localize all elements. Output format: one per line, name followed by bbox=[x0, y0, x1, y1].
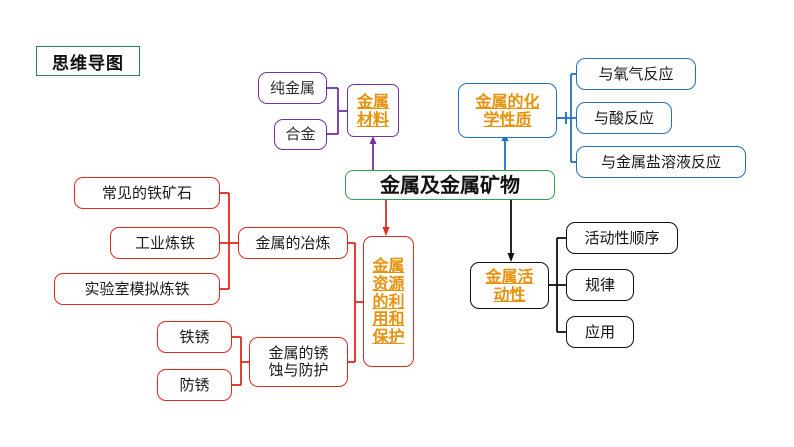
link-materials-children bbox=[327, 87, 347, 135]
node-metal-smelting[interactable]: 金属的冶炼 bbox=[238, 227, 348, 259]
node-metal-activity[interactable]: 金属活 动性 bbox=[470, 262, 549, 309]
link-corrosion-children bbox=[232, 336, 249, 386]
link-resource-children bbox=[347, 242, 363, 363]
node-industrial-ironmaking[interactable]: 工业炼铁 bbox=[110, 227, 220, 259]
link-activity-children bbox=[549, 237, 566, 333]
node-activity-application[interactable]: 应用 bbox=[566, 316, 634, 348]
node-activity-order[interactable]: 活动性顺序 bbox=[566, 222, 678, 254]
node-activity-rules[interactable]: 规律 bbox=[566, 269, 634, 301]
link-center-to-chemprops bbox=[501, 133, 509, 170]
page-title: 思维导图 bbox=[36, 46, 140, 76]
node-pure-metal[interactable]: 纯金属 bbox=[258, 72, 327, 104]
node-react-with-acid[interactable]: 与酸反应 bbox=[576, 102, 672, 134]
node-rust-prevention[interactable]: 防锈 bbox=[157, 369, 232, 401]
node-chemical-properties[interactable]: 金属的化 学性质 bbox=[458, 83, 557, 138]
link-center-to-resource bbox=[382, 199, 390, 236]
link-chemprops-children bbox=[557, 73, 576, 163]
node-iron-rust[interactable]: 铁锈 bbox=[157, 321, 232, 353]
node-common-iron-ores[interactable]: 常见的铁矿石 bbox=[74, 177, 220, 209]
link-center-to-materials bbox=[369, 136, 377, 170]
link-center-to-activity bbox=[507, 199, 515, 262]
node-resource-use-protection[interactable]: 金属 资源 的利 用和 保护 bbox=[363, 236, 414, 367]
node-react-with-oxygen[interactable]: 与氧气反应 bbox=[576, 58, 696, 90]
node-lab-simulated-ironmaking[interactable]: 实验室模拟炼铁 bbox=[54, 273, 220, 305]
node-metal-materials[interactable]: 金属 材料 bbox=[347, 84, 399, 137]
node-react-with-salt-solution[interactable]: 与金属盐溶液反应 bbox=[576, 146, 746, 178]
link-smelting-children bbox=[220, 192, 238, 290]
node-center[interactable]: 金属及金属矿物 bbox=[345, 170, 555, 200]
node-metal-corrosion-protection[interactable]: 金属的锈 蚀与防护 bbox=[249, 337, 348, 387]
node-alloy[interactable]: 合金 bbox=[274, 119, 327, 150]
